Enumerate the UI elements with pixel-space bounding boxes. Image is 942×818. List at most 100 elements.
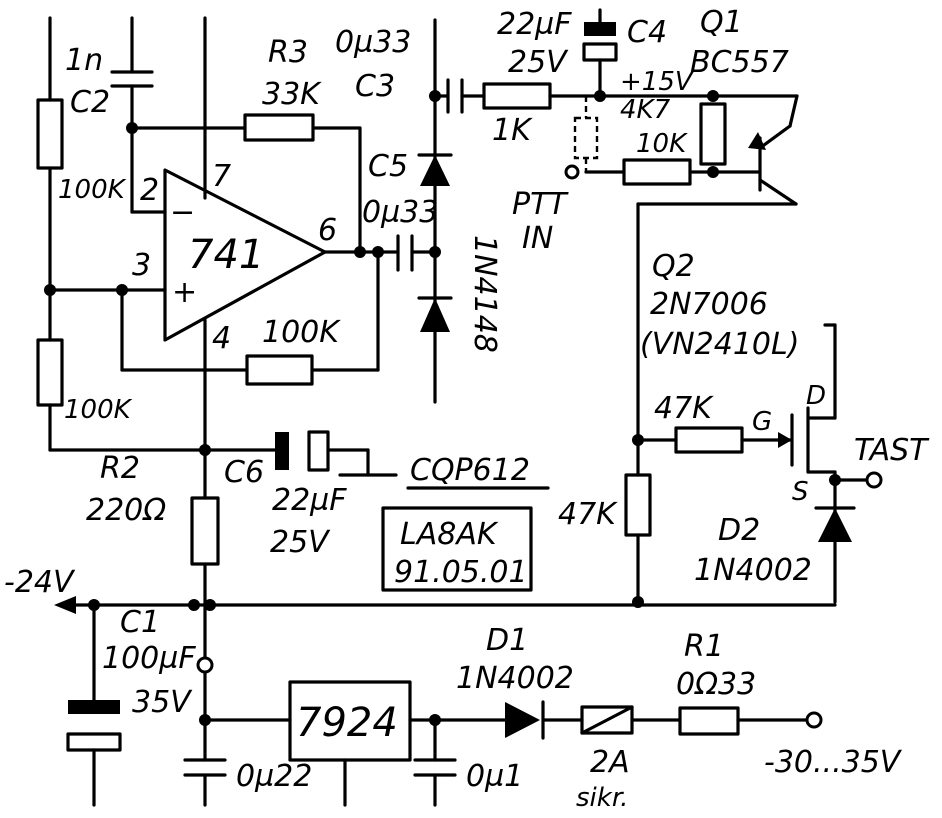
junction-dot [594,90,606,102]
junction-dot [429,246,441,258]
resistors [36,82,744,736]
junction-dot [429,714,441,726]
label-cqp612: CQP612 [410,453,530,488]
label-q2-value: 2N7006 [650,287,768,322]
resistor-47k-vertical [624,473,652,537]
label-tast: TAST [854,433,930,468]
junction-dot [632,434,644,446]
label-c2-ref: C2 [70,85,110,120]
label-d1-value: 1N4002 [456,661,574,696]
label-c1-ref: C1 [120,605,160,640]
vin-terminal [805,711,823,729]
label-c5-value: 0µ33 [362,195,438,230]
label-r3-value: 33K [262,77,322,112]
label-r-47k-gate: 47K [654,391,714,426]
capacitor-c2 [110,70,154,88]
label-r-47k-vertical: 47K [558,497,618,532]
junction-dot [188,599,200,611]
diode-1n4148-upper-icon [417,153,453,186]
label-q1-ref: Q1 [700,5,743,40]
resistor-100k-bias [245,354,314,386]
resistor-r2 [190,496,220,566]
label-c3-ref: C3 [355,69,395,104]
labels: 1n C2 100K 2 3 7 6 4 741 R3 33K 100K 100… [4,5,930,813]
junction-dot [44,284,56,296]
label-d2-value: 1N4002 [694,553,812,588]
diode-d2-icon [814,506,856,542]
label-pin3: 3 [132,248,151,283]
capacitor-c6 [275,430,330,472]
capacitor-c1 [66,700,122,752]
junction-dot [116,284,128,296]
label-vin: -30...35V [764,745,903,780]
opamp-741: − + [163,168,327,342]
label-la8ak: LA8AK [400,517,499,552]
label-r-100k-bias: 100K [262,315,341,350]
junction-dot [372,246,384,258]
label-pin6: 6 [318,213,337,248]
label-box-la8ak [381,506,533,592]
diode-1n4148-lower-icon [417,296,453,332]
label-d2-ref: D2 [718,513,760,548]
resistor-10k [622,158,692,186]
capacitors [66,22,618,777]
label-c6-volt: 25V [270,525,331,560]
label-r2-value: 220Ω [86,493,166,528]
ptt-terminal [564,164,580,180]
label-q1-value: BC557 [690,45,789,80]
capacitor-0u1 [413,758,457,777]
junction-dot [199,714,211,726]
label-pin4: 4 [212,321,231,356]
label-diode-1n4148: 1N4148 [467,235,502,353]
resistor-47k-gate [674,426,744,454]
label-r-1k: 1K [492,113,533,148]
label-q2-ref: Q2 [652,249,695,284]
resistor-4k7 [699,102,727,166]
label-q2-alt: (VN2410L) [640,327,799,362]
label-gate-g: G [752,407,772,437]
label-c-0u1: 0µ1 [466,759,523,794]
label-c3-value: 0µ33 [335,25,411,60]
label-c1-volt: 35V [132,685,193,720]
capacitor-0u22 [183,758,227,777]
label-r1-ref: R1 [684,629,724,664]
junction-dot [707,166,719,178]
label-pin7: 7 [212,159,231,194]
label-fuse-value: 2A [590,745,630,780]
label-d1-ref: D1 [486,623,528,658]
label-c4-volt: 25V [508,45,569,80]
label-c1-value: 100µF [102,641,196,676]
label-r1-value: 0Ω33 [676,667,756,702]
diode-d1-icon [505,700,545,740]
label-fuse-text: sikr. [576,783,628,813]
label-r2-ref: R2 [100,451,140,486]
label-c6-value: 22µF [272,483,347,518]
label-r3-ref: R3 [268,35,308,70]
resistor-optional [573,116,599,160]
label-r-100k-top: 100K [58,175,127,205]
svg-text:+: + [172,275,197,310]
label-c2-value: 1n [65,43,103,78]
arrow-gate-icon [778,432,792,448]
label-source-s: S [792,477,809,507]
label-r-10k: 10K [636,129,688,159]
junctions [44,90,841,726]
capacitor-c3 [446,78,464,114]
label-regulator: 7924 [296,700,398,746]
label-c4-ref: C4 [627,15,667,50]
label-c5-ref: C5 [368,149,408,184]
label-r-100k-bottom: 100K [64,395,133,425]
label-c6-ref: C6 [224,455,264,490]
capacitor-c4 [582,22,618,62]
transistor-q1-icon [748,132,766,150]
label-c-0u22: 0µ22 [236,759,312,794]
terminals [54,164,883,729]
minus24-arrow-icon [54,596,76,614]
resistor-r1 [678,706,740,736]
junction-dot [632,596,644,608]
resistor-100k-top [36,98,64,170]
label-ptt: PTT [512,187,569,222]
regulator-7924 [288,680,412,762]
capacitor-c5 [396,234,414,272]
label-minus24v: -24V [4,565,76,600]
